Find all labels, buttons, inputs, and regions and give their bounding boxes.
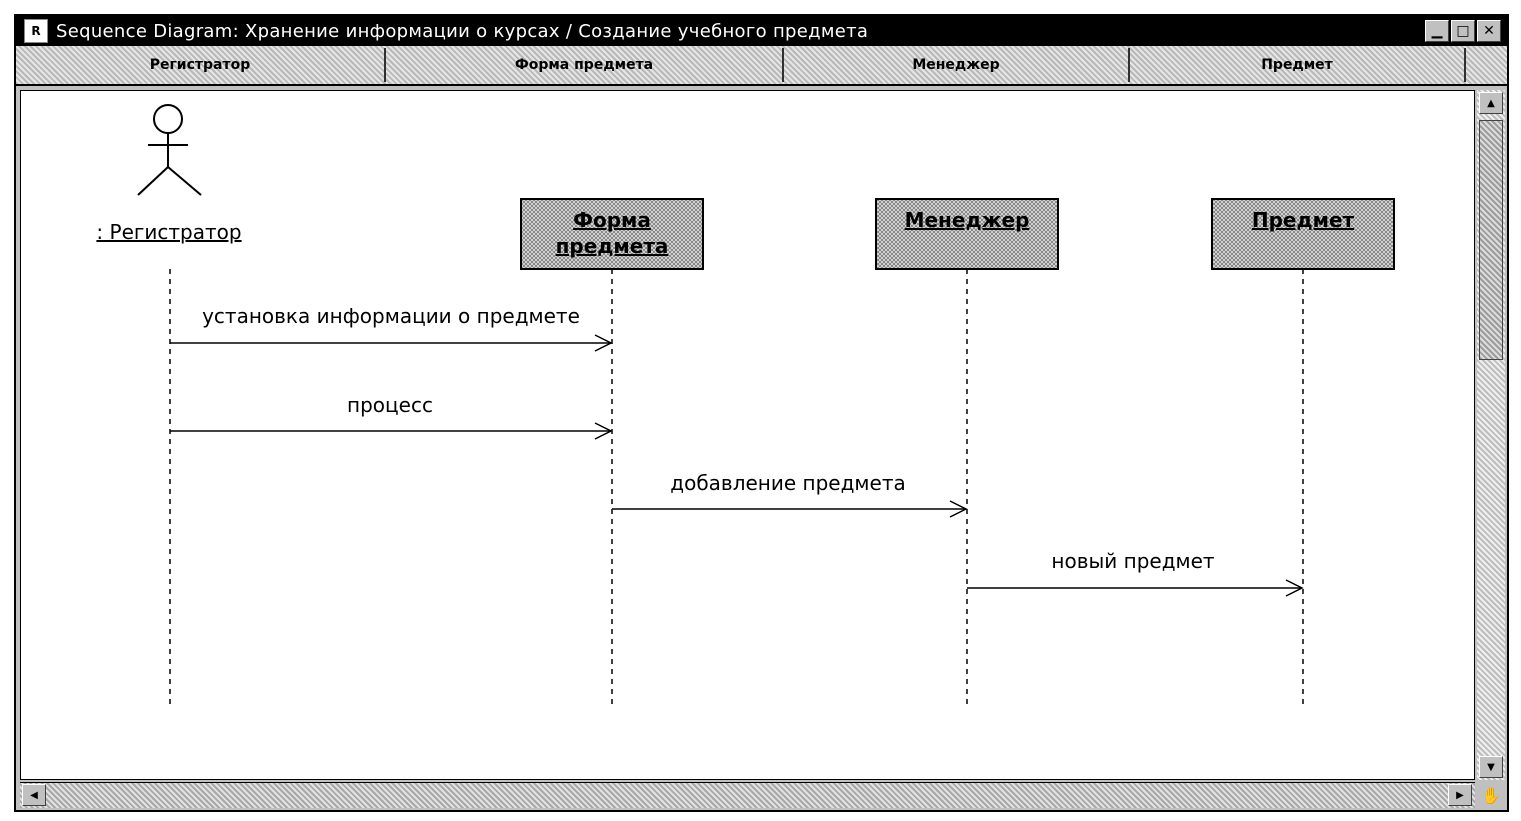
header-cell-subject-form[interactable]: Форма предмета xyxy=(386,48,784,82)
message-label: новый предмет xyxy=(1051,549,1215,573)
scroll-down-button[interactable]: ▼ xyxy=(1479,756,1503,778)
header-cell-subject[interactable]: Предмет xyxy=(1130,48,1466,82)
horizontal-scrollbar[interactable]: ◀ ▶ xyxy=(20,782,1475,808)
arrowhead-icon xyxy=(594,334,613,352)
header-label: Менеджер xyxy=(912,57,1000,73)
minimize-button[interactable]: ▁ xyxy=(1425,20,1449,42)
close-button[interactable]: ✕ xyxy=(1477,20,1501,42)
message-new-subject[interactable]: новый предмет xyxy=(967,549,1304,597)
actor-leg-left xyxy=(137,166,169,196)
actor-registrar[interactable]: : Регистратор xyxy=(96,104,242,244)
object-manager[interactable]: Менеджер xyxy=(875,198,1059,270)
rose-icon: R xyxy=(24,19,48,43)
window-title: Sequence Diagram: Хранение информации о … xyxy=(56,20,869,42)
arrowhead-icon xyxy=(594,422,613,440)
message-set-subject-info[interactable]: установка информации о предмете xyxy=(170,304,613,352)
object-label: Менеджер xyxy=(905,208,1030,232)
maximize-icon: □ xyxy=(1456,23,1470,39)
header-cell-manager[interactable]: Менеджер xyxy=(784,48,1130,82)
header-label: Предмет xyxy=(1261,57,1333,73)
object-label-line1: Форма xyxy=(573,208,651,232)
scroll-up-button[interactable]: ▲ xyxy=(1479,92,1503,114)
minimize-icon: ▁ xyxy=(1431,23,1443,39)
lifeline-header-bar: Регистратор Форма предмета Менеджер Пред… xyxy=(16,46,1507,86)
object-box xyxy=(520,198,704,270)
object-subject-form[interactable]: Форма предмета xyxy=(520,198,704,270)
sequence-diagram-window: R Sequence Diagram: Хранение информации … xyxy=(14,14,1509,812)
message-label: процесс xyxy=(347,393,433,417)
title-bar[interactable]: R Sequence Diagram: Хранение информации … xyxy=(16,16,1507,46)
close-icon: ✕ xyxy=(1483,23,1495,39)
vertical-scroll-thumb[interactable] xyxy=(1479,120,1503,360)
object-box xyxy=(1211,198,1395,270)
message-process[interactable]: процесс xyxy=(170,393,613,440)
arrowhead-icon xyxy=(949,500,968,518)
pan-hand-icon[interactable]: ✋ xyxy=(1477,782,1505,808)
maximize-button[interactable]: □ xyxy=(1451,20,1475,42)
header-label: Регистратор xyxy=(149,57,251,73)
scroll-left-button[interactable]: ◀ xyxy=(22,784,46,806)
arrow-down-icon: ▼ xyxy=(1487,761,1495,773)
actor-leg-right xyxy=(167,166,202,196)
object-label: Предмет xyxy=(1252,208,1355,232)
arrowhead-icon xyxy=(1285,579,1304,597)
object-subject[interactable]: Предмет xyxy=(1211,198,1395,270)
arrow-up-icon: ▲ xyxy=(1487,97,1495,109)
sequence-diagram: : Регистратор Форма предмета Менеджер Пр… xyxy=(96,104,1395,709)
diagram-canvas[interactable]: : Регистратор Форма предмета Менеджер Пр… xyxy=(20,90,1475,780)
message-label: добавление предмета xyxy=(670,471,905,495)
actor-head xyxy=(153,104,183,134)
object-box xyxy=(875,198,1059,270)
header-label: Форма предмета xyxy=(514,57,654,73)
header-cell-registrar[interactable]: Регистратор xyxy=(16,48,386,82)
arrow-right-icon: ▶ xyxy=(1456,789,1464,801)
object-label-line2: предмета xyxy=(556,234,669,258)
arrow-left-icon: ◀ xyxy=(30,789,38,801)
vertical-scrollbar[interactable]: ▲ ▼ xyxy=(1477,90,1505,780)
message-label: установка информации о предмете xyxy=(202,304,580,328)
scroll-right-button[interactable]: ▶ xyxy=(1448,784,1472,806)
actor-label: : Регистратор xyxy=(96,220,241,244)
message-add-subject[interactable]: добавление предмета xyxy=(612,471,968,518)
